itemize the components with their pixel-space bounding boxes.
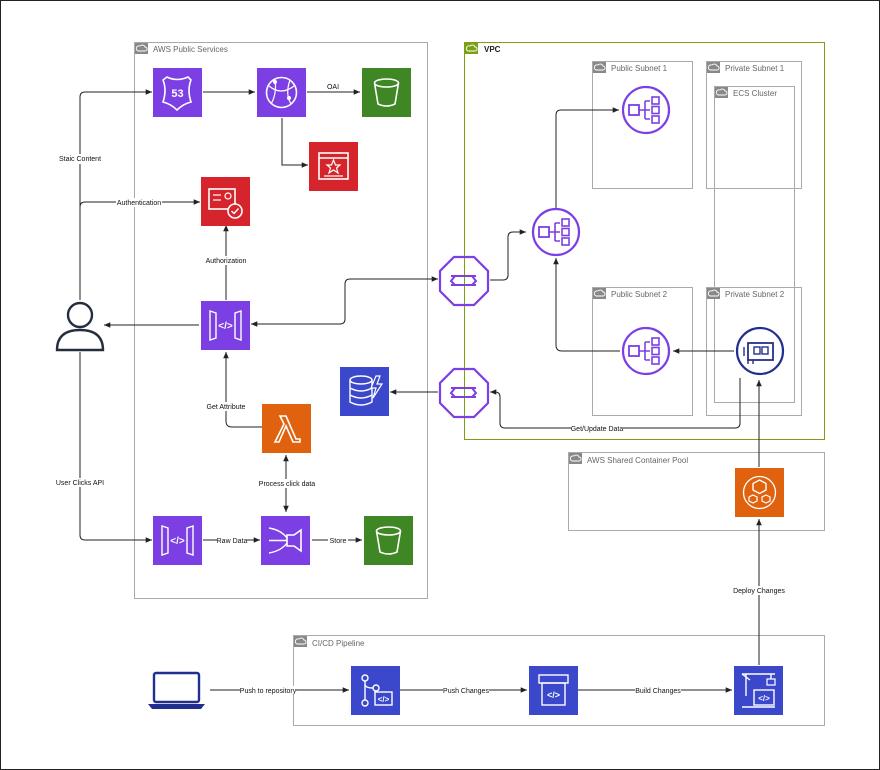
svg-text:</>: </> — [218, 321, 233, 332]
group-public-services: AWS Public Services — [134, 42, 428, 599]
cloud-icon — [293, 635, 308, 648]
group-title-ecs-cluster: ECS Cluster — [733, 89, 777, 98]
svg-text:</>: </> — [170, 536, 185, 547]
label-get-attribute: Get Attribute — [207, 404, 246, 411]
subnet-lock-icon — [706, 61, 721, 74]
label-static-content: Staic Content — [59, 156, 101, 163]
group-title-public-services: AWS Public Services — [153, 45, 228, 54]
edge-get-attribute — [223, 352, 262, 428]
edge-get-update — [490, 378, 741, 429]
svg-text:</>: </> — [547, 690, 560, 700]
group-cicd-pipeline: CI/CD Pipeline — [293, 635, 825, 726]
waf-icon[interactable] — [309, 142, 358, 191]
edge-user-clicks-api — [79, 352, 152, 543]
cloud-icon — [134, 42, 149, 55]
group-title-shared-pool: AWS Shared Container Pool — [587, 456, 688, 465]
edge-cloudfront-waf — [281, 118, 308, 168]
cognito-icon[interactable] — [201, 177, 250, 226]
edge-alb-to-subnet1-alb — [555, 107, 619, 208]
codedeploy-icon[interactable]: </> — [734, 666, 783, 715]
group-title-cicd: CI/CD Pipeline — [312, 639, 365, 648]
label-user-clicks: User Clicks API — [56, 480, 104, 487]
ecs-task-icon[interactable] — [735, 326, 785, 376]
edge-endpoint-apigw — [251, 276, 438, 327]
label-process-click: Process click data — [259, 481, 316, 488]
svg-text:53: 53 — [171, 88, 183, 100]
edge-static-content — [79, 89, 152, 300]
vpc-endpoint-icon[interactable] — [438, 255, 490, 307]
label-push-repo: Push to repository — [240, 688, 297, 695]
edge-subnet2-alb-to-alb — [553, 258, 620, 352]
edge-authentication — [79, 199, 200, 208]
label-push-changes: Push Changes — [443, 688, 489, 695]
group-title-vpc: VPC — [484, 45, 501, 54]
load-balancer-icon[interactable] — [531, 207, 581, 257]
user-icon — [55, 301, 105, 352]
ecr-icon[interactable] — [735, 468, 784, 517]
ecs-cluster-icon — [714, 86, 729, 99]
edge-labels: Staic Content Authentication Authorizati… — [55, 84, 788, 695]
edge-endpoint-alb — [490, 229, 526, 281]
s3-bucket-icon[interactable] — [362, 68, 411, 117]
codebuild-icon[interactable]: </> — [529, 666, 578, 715]
vpc-endpoint-icon[interactable] — [438, 367, 490, 419]
label-oai: OAI — [327, 84, 339, 91]
load-balancer-icon[interactable] — [621, 85, 671, 135]
group-title-private-subnet-2: Private Subnet 2 — [725, 290, 785, 299]
laptop-icon — [148, 671, 205, 709]
label-deploy: Deploy Changes — [733, 588, 785, 595]
lambda-icon[interactable] — [262, 404, 311, 453]
group-public-subnet-1: Public Subnet 1 — [592, 61, 693, 189]
group-private-subnet-1: Private Subnet 1 — [706, 61, 802, 189]
group-ecs-cluster: ECS Cluster — [714, 86, 795, 403]
subnet-lock-icon — [706, 287, 721, 300]
group-vpc: VPC — [464, 42, 825, 440]
vpc-icon — [465, 43, 478, 54]
route53-icon[interactable]: 53 — [153, 68, 202, 117]
edges — [79, 89, 762, 693]
api-gateway-icon[interactable]: </> — [153, 516, 202, 565]
svg-text:</>: </> — [758, 694, 770, 703]
group-title-public-subnet-2: Public Subnet 2 — [611, 290, 668, 299]
group-shared-container-pool: AWS Shared Container Pool — [568, 452, 825, 531]
label-get-update: Get/Update Data — [571, 426, 624, 433]
subnet-lock-icon — [592, 287, 607, 300]
cloud-icon — [568, 452, 583, 465]
subnet-lock-icon — [592, 61, 607, 74]
dynamodb-icon[interactable] — [340, 367, 389, 416]
codecommit-icon[interactable]: </> — [351, 666, 400, 715]
label-authorization: Authorization — [206, 258, 247, 265]
label-authentication: Authentication — [117, 200, 161, 207]
label-raw-data: Raw Data — [217, 538, 248, 545]
group-title-private-subnet-1: Private Subnet 1 — [725, 64, 785, 73]
label-store: Store — [330, 538, 347, 545]
label-build-changes: Build Changes — [635, 688, 681, 695]
cloudfront-icon[interactable] — [257, 68, 306, 117]
group-title-public-subnet-1: Public Subnet 1 — [611, 64, 668, 73]
load-balancer-icon[interactable] — [621, 326, 671, 376]
api-gateway-icon[interactable]: </> — [201, 301, 250, 350]
svg-text:</>: </> — [378, 695, 390, 704]
s3-bucket-icon[interactable] — [364, 516, 413, 565]
kinesis-firehose-icon[interactable] — [261, 516, 310, 565]
